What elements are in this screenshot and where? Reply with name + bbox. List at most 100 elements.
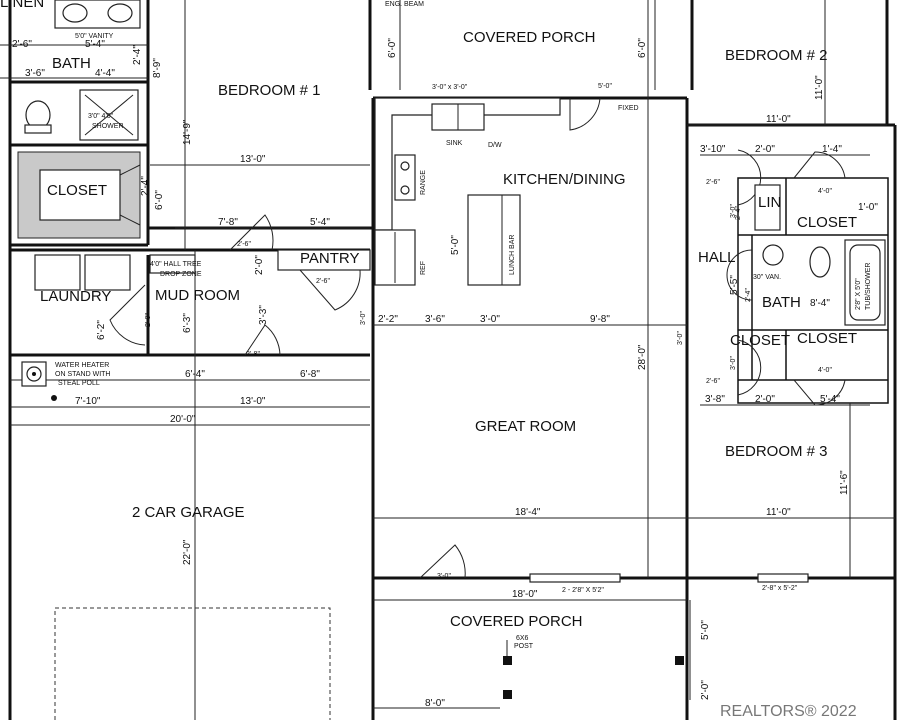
dim-label: 6'-8" — [300, 369, 320, 380]
dim-label: 2'-2" — [378, 314, 398, 325]
room-mud-room: MUD ROOM — [155, 287, 240, 304]
note-drop-zone: DROP ZONE — [160, 271, 202, 278]
dim-label: 13'-0" — [240, 396, 266, 407]
dryer-icon — [84, 254, 131, 291]
note-shower: SHOWER — [92, 123, 124, 130]
watermark: REALTORS® 2022 — [720, 703, 857, 720]
dim-label: 3'-8" — [705, 394, 725, 405]
dim-label: 6'-0" — [387, 38, 398, 58]
dim-label: 3'-0" — [730, 356, 737, 370]
dim-label: 2'-4" — [735, 206, 742, 220]
dim-label: 5'-0" — [450, 235, 461, 255]
note-tub-shower: TUB/SHOWER — [865, 263, 872, 310]
room-bedroom-1: BEDROOM # 1 — [218, 82, 321, 99]
dim-label: 7'-8" — [218, 217, 238, 228]
toilet-icon — [809, 246, 831, 278]
dim-label: 2'-0" — [755, 394, 775, 405]
note-window: 2'-8" x 5'-2" — [762, 585, 798, 592]
dim-label: 2'-0" — [700, 680, 711, 700]
room-kitchen-dining: KITCHEN/DINING — [503, 171, 626, 188]
sink-icon — [107, 3, 133, 23]
washer-icon — [34, 254, 81, 291]
dimension-labels: 2'-6" 5'-4" 3'-6" 4'-4" 2'-4" 8'-9" 14'-… — [12, 38, 878, 709]
dim-label: 1'-0" — [858, 202, 878, 213]
dim-label: 11'-0" — [766, 114, 791, 125]
note-window: 2 - 2'8" X 5'2" — [562, 587, 604, 594]
room-labels: LINEN BATH BEDROOM # 1 COVERED PORCH BED… — [0, 0, 857, 630]
post-icon — [503, 656, 512, 665]
dim-label: 2'-8" — [145, 313, 152, 327]
dim-label: 8'-0" — [425, 698, 445, 709]
note-water-heater: ON STAND WITH — [55, 371, 110, 378]
dim-label: 5'-0" — [598, 83, 612, 90]
dim-label: 2'-6" — [12, 39, 32, 50]
dim-label: 2'-8" — [246, 351, 260, 358]
dim-label: 7'-10" — [75, 396, 101, 407]
room-bath-2: BATH — [762, 294, 801, 311]
note-eng-beam: ENG. BEAM — [385, 1, 424, 8]
dim-label: 1'-4" — [822, 144, 842, 155]
room-covered-porch-bottom: COVERED PORCH — [450, 613, 583, 630]
note-water-heater: STEAL POLL — [58, 380, 100, 387]
room-laundry: LAUNDRY — [40, 288, 111, 305]
note-sink: SINK — [446, 140, 463, 147]
dim-label: 5'-0" — [700, 620, 711, 640]
dim-label: 4'-4" — [95, 68, 115, 79]
note-range: RANGE — [420, 170, 427, 195]
dim-label: 4'-0" — [818, 188, 832, 195]
sink-icon — [62, 3, 88, 23]
dim-label: 6'-4" — [185, 369, 205, 380]
dim-label: 3'-0" — [677, 331, 684, 345]
dim-label: 2'-0" — [755, 144, 775, 155]
room-pantry: PANTRY — [300, 250, 359, 267]
hall-walls — [726, 149, 889, 406]
dim-label: 28'-0" — [637, 344, 648, 370]
dim-label: 2'-6" — [706, 378, 720, 385]
dim-label: 14'-9" — [182, 119, 193, 145]
post-icon — [675, 656, 684, 665]
dim-label: 8'-4" — [810, 298, 830, 309]
dim-label: 8'-9" — [152, 58, 163, 78]
dim-label: 18'-4" — [515, 507, 541, 518]
dim-label: 5'-4" — [85, 39, 105, 50]
room-closet: CLOSET — [47, 182, 107, 199]
dim-label: 18'-0" — [512, 589, 538, 600]
room-closet-hall: CLOSET — [797, 214, 857, 231]
dim-label: 6'-2" — [96, 320, 107, 340]
room-closet-b: CLOSET — [797, 330, 857, 347]
note-lunch-bar: LUNCH BAR — [509, 235, 516, 275]
dim-label: 11'-6" — [839, 470, 850, 495]
room-bath-1: BATH — [52, 55, 91, 72]
note-tub-shower: 2'8" X 5'0" — [855, 278, 862, 310]
dim-label: 3'-0" — [480, 314, 500, 325]
sink-icon — [762, 244, 784, 266]
dim-label: 11'-0" — [766, 507, 791, 518]
dim-label: 3'-10" — [700, 144, 726, 155]
dim-label: 3'-0" — [437, 573, 451, 580]
dim-label: 2'-0" — [254, 255, 265, 275]
dim-label: 9'-8" — [590, 314, 610, 325]
note-sink-window: 3'-0" x 3'-0" — [432, 84, 468, 91]
dim-label: 2'-4" — [132, 45, 143, 65]
dim-label: 6'-0" — [637, 38, 648, 58]
note-hall-tree: 4'0" HALL TREE — [150, 261, 202, 268]
fixtures — [17, 0, 886, 720]
dim-label: 5'-4" — [820, 394, 840, 405]
room-linen-closet: LIN — [758, 194, 781, 211]
room-covered-porch-top: COVERED PORCH — [463, 29, 596, 46]
room-garage: 2 CAR GARAGE — [132, 504, 245, 521]
dim-label: 3'-3" — [258, 305, 269, 325]
note-vanity-30: 30" VAN. — [753, 274, 781, 281]
dim-label: 2'-4" — [140, 176, 151, 196]
dim-label: 5'-4" — [310, 217, 330, 228]
lunch-bar — [467, 194, 521, 286]
room-closet-a: CLOSET — [730, 332, 790, 349]
range-icon — [394, 154, 416, 201]
dim-label: 13'-0" — [240, 154, 266, 165]
room-bedroom-3: BEDROOM # 3 — [725, 443, 828, 460]
note-post: 6X6 — [516, 635, 529, 642]
note-vanity: 5'0" VANITY — [75, 33, 114, 40]
post-icon — [503, 690, 512, 699]
